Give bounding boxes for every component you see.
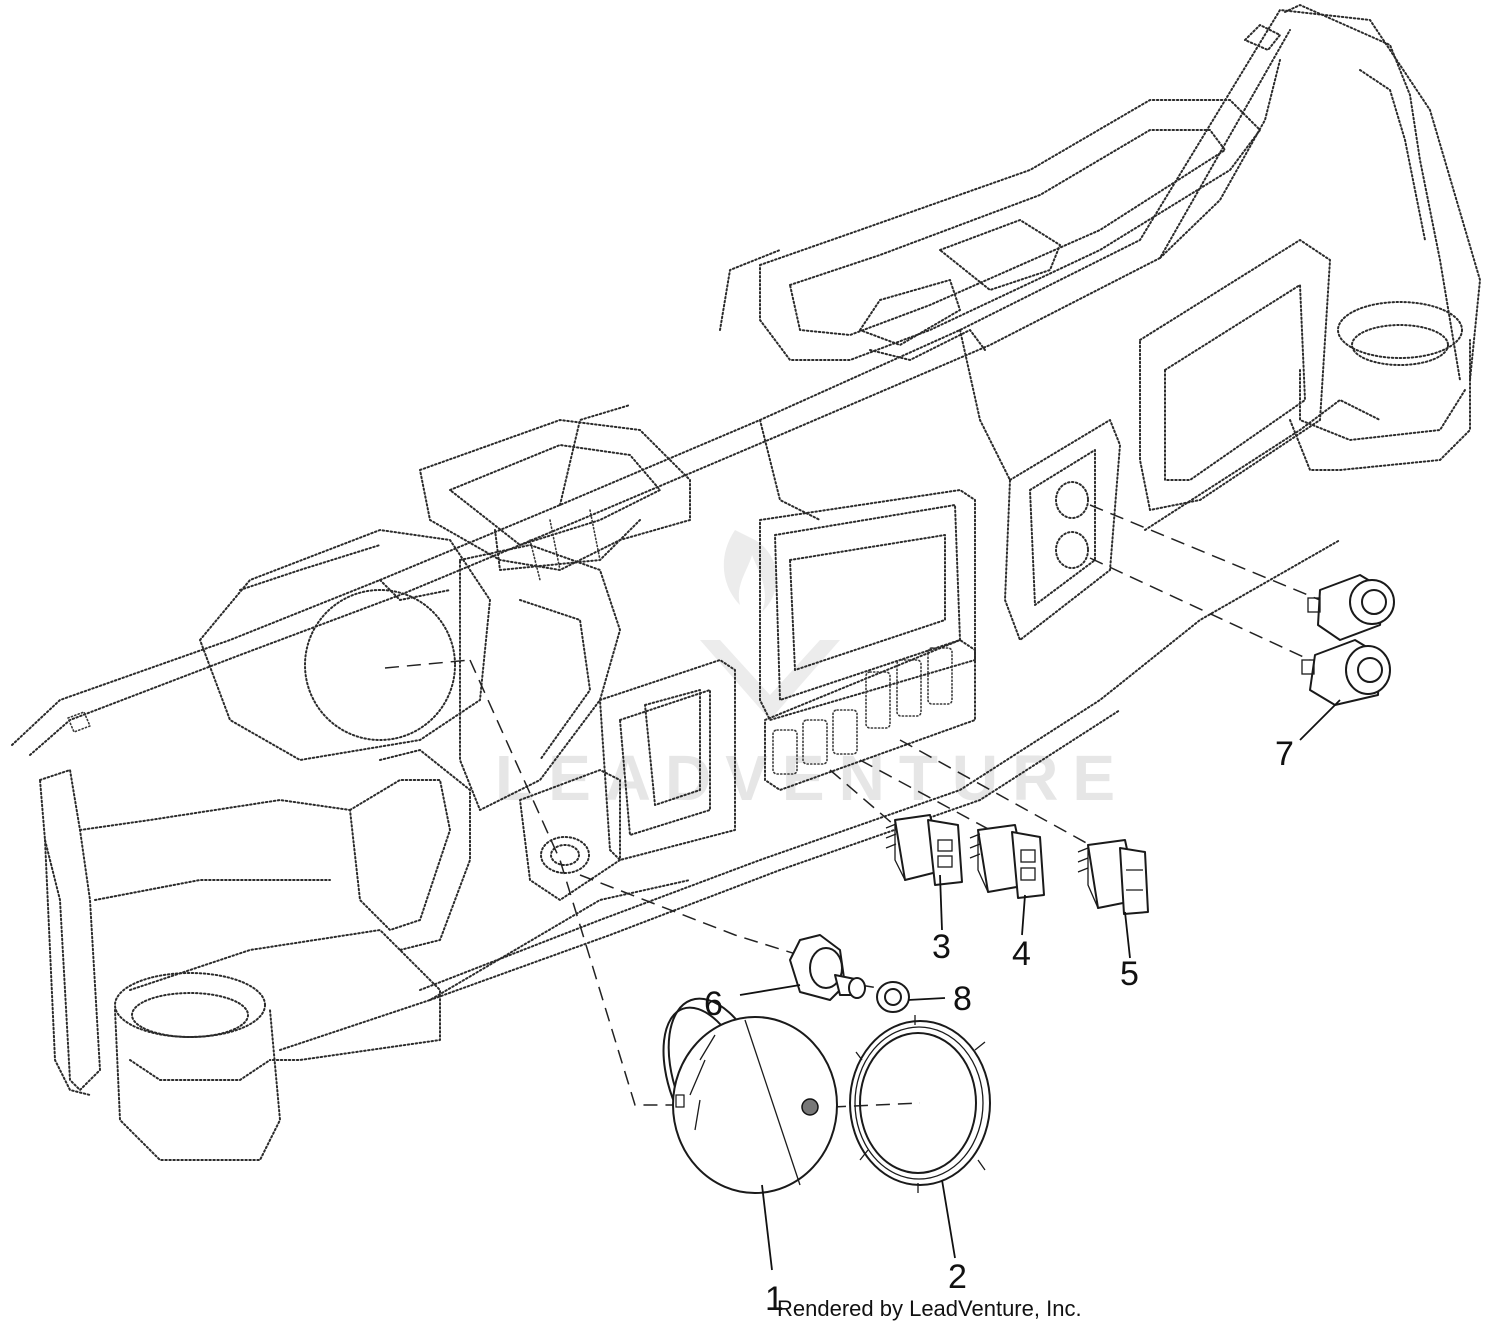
callout-7: 7 — [1275, 735, 1294, 773]
credit-text: Rendered by LeadVenture, Inc. — [777, 1296, 1082, 1321]
callout-8: 8 — [953, 980, 972, 1018]
part-6-ignition-switch — [789, 934, 866, 1001]
part-2-bezel-ring — [849, 1015, 991, 1193]
part-1-gauge — [662, 997, 838, 1194]
part-3-rocker-switch — [885, 814, 963, 886]
callout-3: 3 — [932, 928, 951, 966]
callout-4: 4 — [1012, 935, 1031, 973]
callout-1: 1 — [765, 1280, 784, 1318]
watermark-text: LEADVENTURE — [495, 742, 1129, 814]
part-7-power-outlets — [1301, 574, 1395, 706]
leader-lines — [739, 699, 1341, 1271]
callout-labels: 1 2 3 4 5 6 7 8 — [704, 735, 1294, 1318]
part-5-rocker-switch — [1077, 839, 1149, 915]
callout-2: 2 — [948, 1258, 967, 1296]
callout-5: 5 — [1120, 955, 1139, 993]
part-4-rocker-switch — [969, 824, 1045, 899]
watermark: LEADVENTURE — [495, 530, 1129, 814]
dashboard-body — [11, 4, 1481, 1161]
part-8-nut — [876, 981, 910, 1013]
callout-6: 6 — [704, 985, 723, 1023]
